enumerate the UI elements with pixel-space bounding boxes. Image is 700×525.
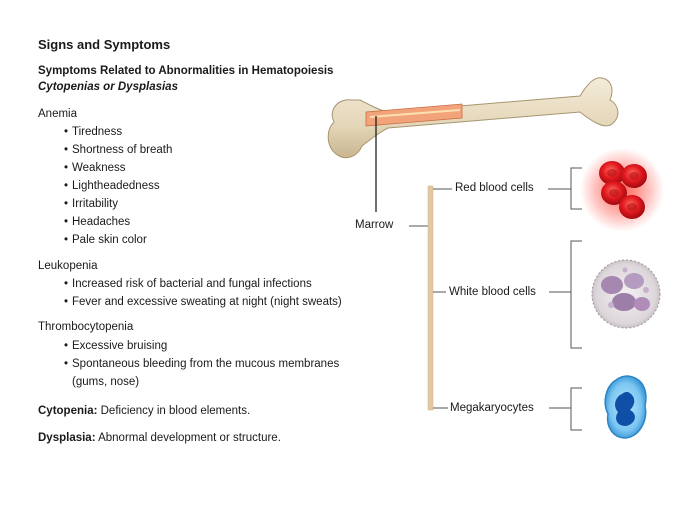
list-item: Pale skin color bbox=[64, 231, 304, 249]
thrombocytopenia-heading: Thrombocytopenia bbox=[38, 321, 134, 333]
definition-text: Abnormal development or structure. bbox=[95, 432, 281, 444]
list-item: Lightheadedness bbox=[64, 177, 304, 195]
page-title: Signs and Symptoms bbox=[38, 37, 171, 52]
list-item: Shortness of breath bbox=[64, 141, 304, 159]
list-item: Spontaneous bleeding from the mucous mem… bbox=[64, 355, 374, 391]
megakaryocyte-icon bbox=[604, 375, 647, 439]
definition-text: Deficiency in blood elements. bbox=[97, 405, 251, 417]
white-blood-cells-label: White blood cells bbox=[449, 286, 536, 298]
list-item: Irritability bbox=[64, 195, 304, 213]
list-item: Weakness bbox=[64, 159, 304, 177]
marrow-label: Marrow bbox=[355, 219, 394, 231]
section-subtitle: Symptoms Related to Abnormalities in Hem… bbox=[38, 65, 334, 77]
bone-illustration bbox=[327, 77, 619, 159]
definition-term: Dysplasia: bbox=[38, 432, 96, 444]
megakaryocytes-label: Megakaryocytes bbox=[450, 402, 534, 414]
red-blood-cells-label: Red blood cells bbox=[455, 182, 534, 194]
list-item: Headaches bbox=[64, 213, 304, 231]
section-subtitle-italic: Cytopenias or Dysplasias bbox=[38, 81, 178, 93]
list-item: Excessive bruising bbox=[64, 337, 374, 355]
definition-term: Cytopenia: bbox=[38, 405, 98, 417]
list-item: Increased risk of bacterial and fungal i… bbox=[64, 275, 384, 293]
anemia-list: Tiredness Shortness of breath Weakness L… bbox=[64, 123, 304, 249]
leukopenia-heading: Leukopenia bbox=[38, 260, 98, 272]
list-item: Fever and excessive sweating at night (n… bbox=[64, 293, 384, 311]
white-blood-cell-icon bbox=[591, 259, 661, 329]
list-item: Tiredness bbox=[64, 123, 304, 141]
bracket-bar bbox=[427, 185, 434, 411]
definition-cytopenia: Cytopenia: Deficiency in blood elements. bbox=[38, 405, 250, 417]
definition-dysplasia: Dysplasia: Abnormal development or struc… bbox=[38, 432, 281, 444]
red-blood-cells-icon bbox=[580, 148, 664, 232]
leukopenia-list: Increased risk of bacterial and fungal i… bbox=[64, 275, 384, 311]
anemia-heading: Anemia bbox=[38, 108, 77, 120]
thrombocytopenia-list: Excessive bruising Spontaneous bleeding … bbox=[64, 337, 374, 391]
